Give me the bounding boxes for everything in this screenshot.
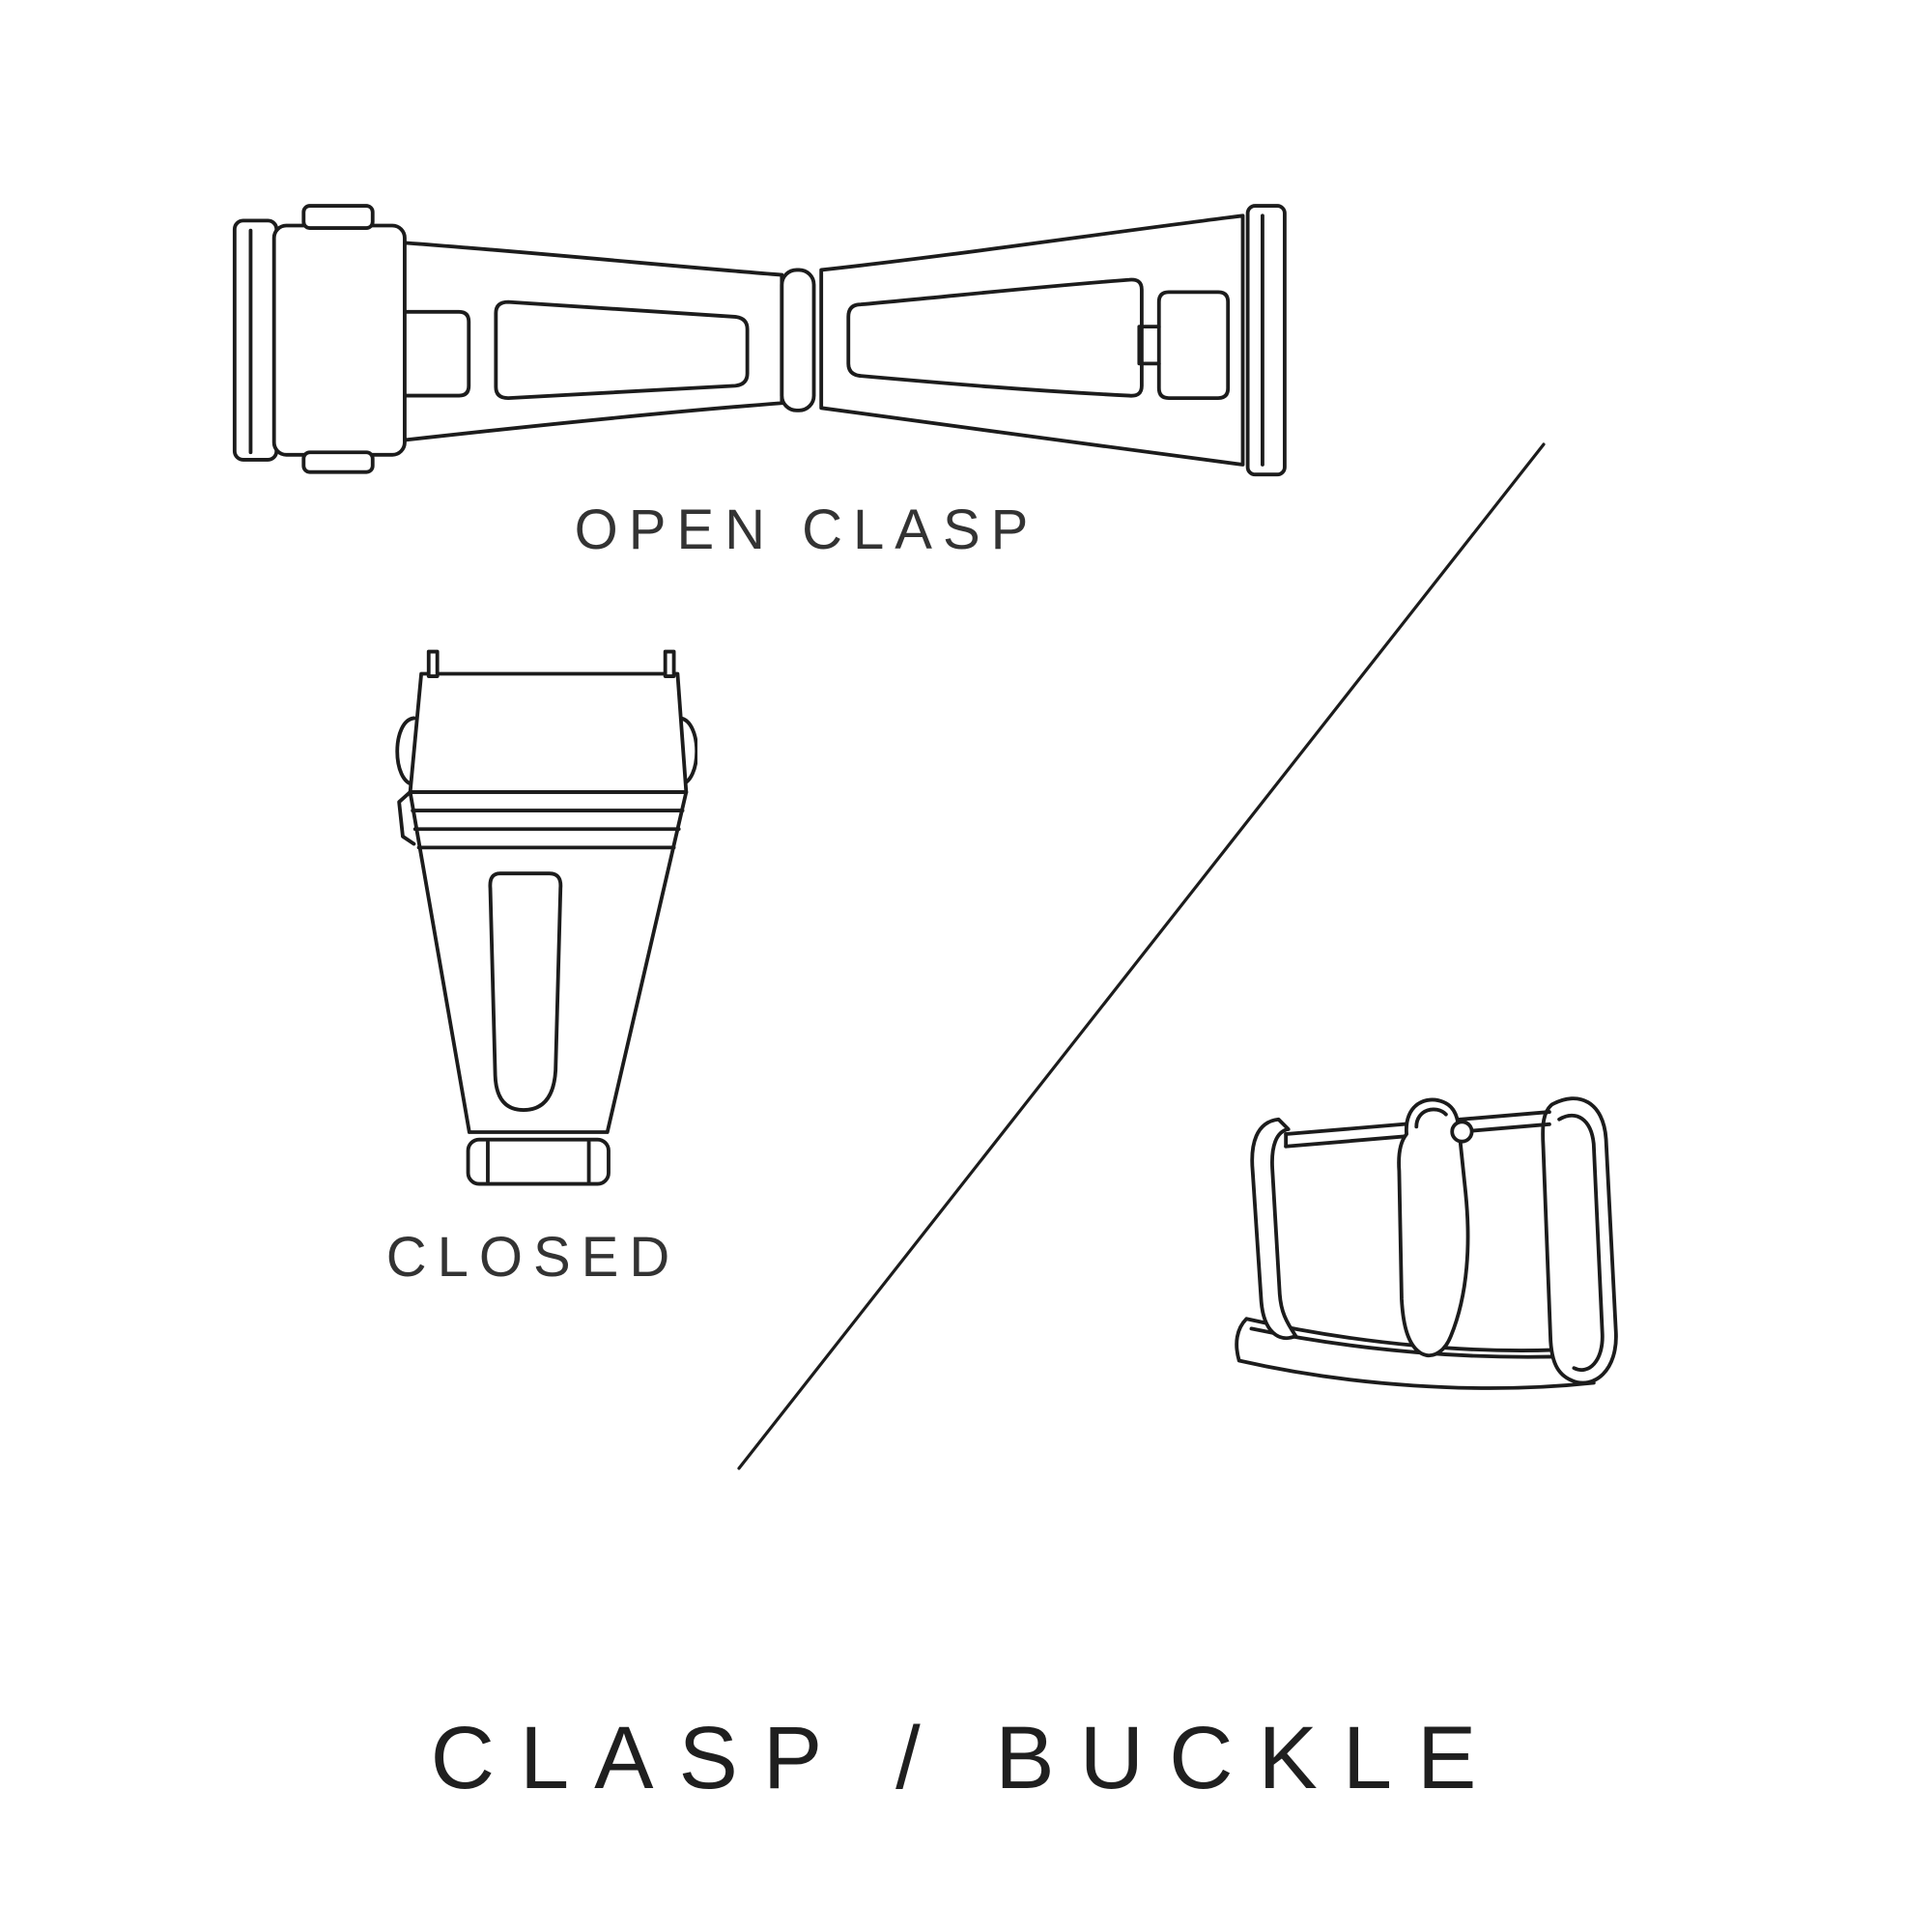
open-clasp-illustration bbox=[232, 204, 1287, 477]
open-clasp-label: OPEN CLASP bbox=[574, 498, 1039, 561]
diagonal-divider-line bbox=[737, 442, 1546, 1470]
page-title: CLASP / BUCKLE bbox=[430, 1709, 1502, 1807]
closed-clasp-label: CLOSED bbox=[385, 1226, 681, 1289]
tang-buckle-illustration bbox=[1235, 1096, 1618, 1390]
closed-clasp-illustration bbox=[395, 649, 697, 1186]
